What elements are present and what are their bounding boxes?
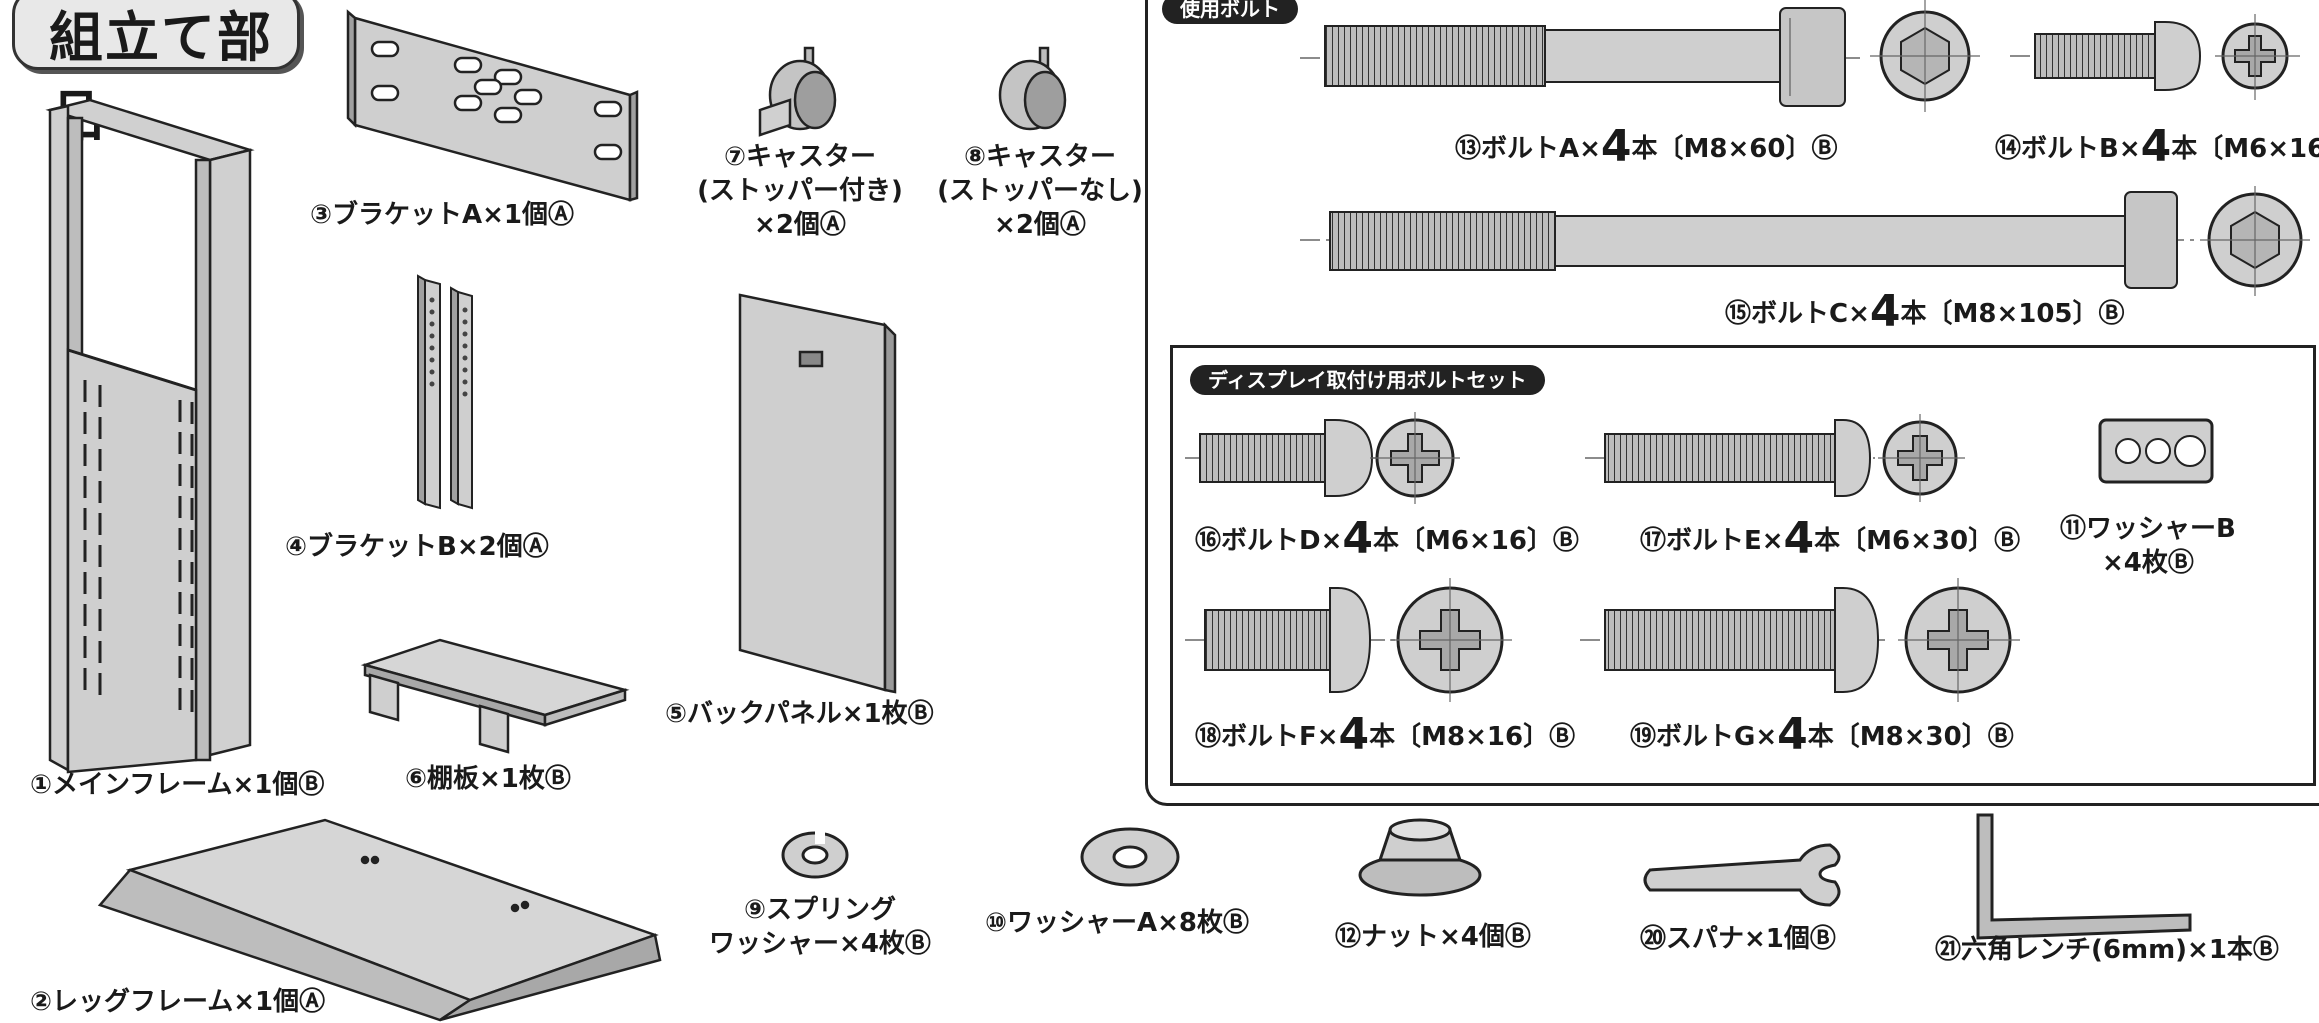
bolt-f-label: ⑱ボルトF×4本〔M8×16〕Ⓑ	[1195, 709, 1576, 760]
spanner	[1643, 843, 1841, 907]
part-12-label: ⑫ナット×4個Ⓑ	[1335, 922, 1531, 952]
caster-no-stopper	[998, 46, 1067, 131]
bolt-e-label: ⑰ボルトE×4本〔M6×30〕Ⓑ	[1640, 513, 2021, 564]
bolts-pill: 使用ボルト	[1162, 0, 1298, 24]
part-10-label: ⑩ワッシャーA×8枚Ⓑ	[985, 908, 1250, 938]
part-4-label: ④ブラケットB×2個Ⓐ	[285, 532, 549, 562]
bracket-b	[417, 274, 473, 510]
back-panel	[738, 293, 897, 694]
nut	[1358, 818, 1482, 897]
part-5-label: ⑤バックパネル×1枚Ⓑ	[665, 699, 934, 729]
bolt-b-label: ⑭ボルトB×4本〔M6×16〕Ⓑ	[1995, 121, 2319, 172]
bolt-d-label: ⑯ボルトD×4本〔M6×16〕Ⓑ	[1195, 513, 1579, 564]
bolt-c-label: ⑮ボルトC×4本〔M8×105〕Ⓑ	[1725, 286, 2125, 337]
part-3-label: ③ブラケットA×1個Ⓐ	[310, 200, 575, 230]
display-bolts-pill: ディスプレイ取付け用ボルトセット	[1190, 365, 1545, 395]
part-20-label: ⑳スパナ×1個Ⓑ	[1640, 924, 1836, 954]
part-7-label: ⑦キャスター(ストッパー付き)×2個Ⓐ	[697, 142, 903, 240]
bolt-a-label: ⑬ボルトA×4本〔M8×60〕Ⓑ	[1455, 121, 1838, 172]
bolt-g-label: ⑲ボルトG×4本〔M8×30〕Ⓑ	[1630, 709, 2014, 760]
part-6-label: ⑥棚板×1枚Ⓑ	[405, 764, 571, 794]
title-badge: 組立て部品	[12, 0, 300, 148]
part-9-label: ⑨スプリングワッシャー×4枚Ⓑ	[709, 895, 931, 959]
main-frame	[45, 98, 255, 774]
washer-a	[1080, 827, 1180, 887]
caster-stopper	[758, 46, 837, 137]
washer-b-label: ⑪ワッシャーB×4枚Ⓑ	[2060, 514, 2236, 578]
shelf	[360, 638, 630, 754]
part-2-label: ②レッグフレーム×1個Ⓐ	[30, 987, 326, 1017]
part-8-label: ⑧キャスター(ストッパーなし)×2個Ⓐ	[937, 142, 1143, 240]
bracket-a	[346, 9, 639, 202]
page-title: 組立て部品	[49, 6, 273, 148]
part-21-label: ㉑六角レンチ(6mm)×1本Ⓑ	[1935, 935, 2279, 965]
spring-washer	[781, 830, 849, 879]
hex-wrench	[1976, 813, 2192, 940]
part-1-label: ①メインフレーム×1個Ⓑ	[30, 770, 325, 800]
